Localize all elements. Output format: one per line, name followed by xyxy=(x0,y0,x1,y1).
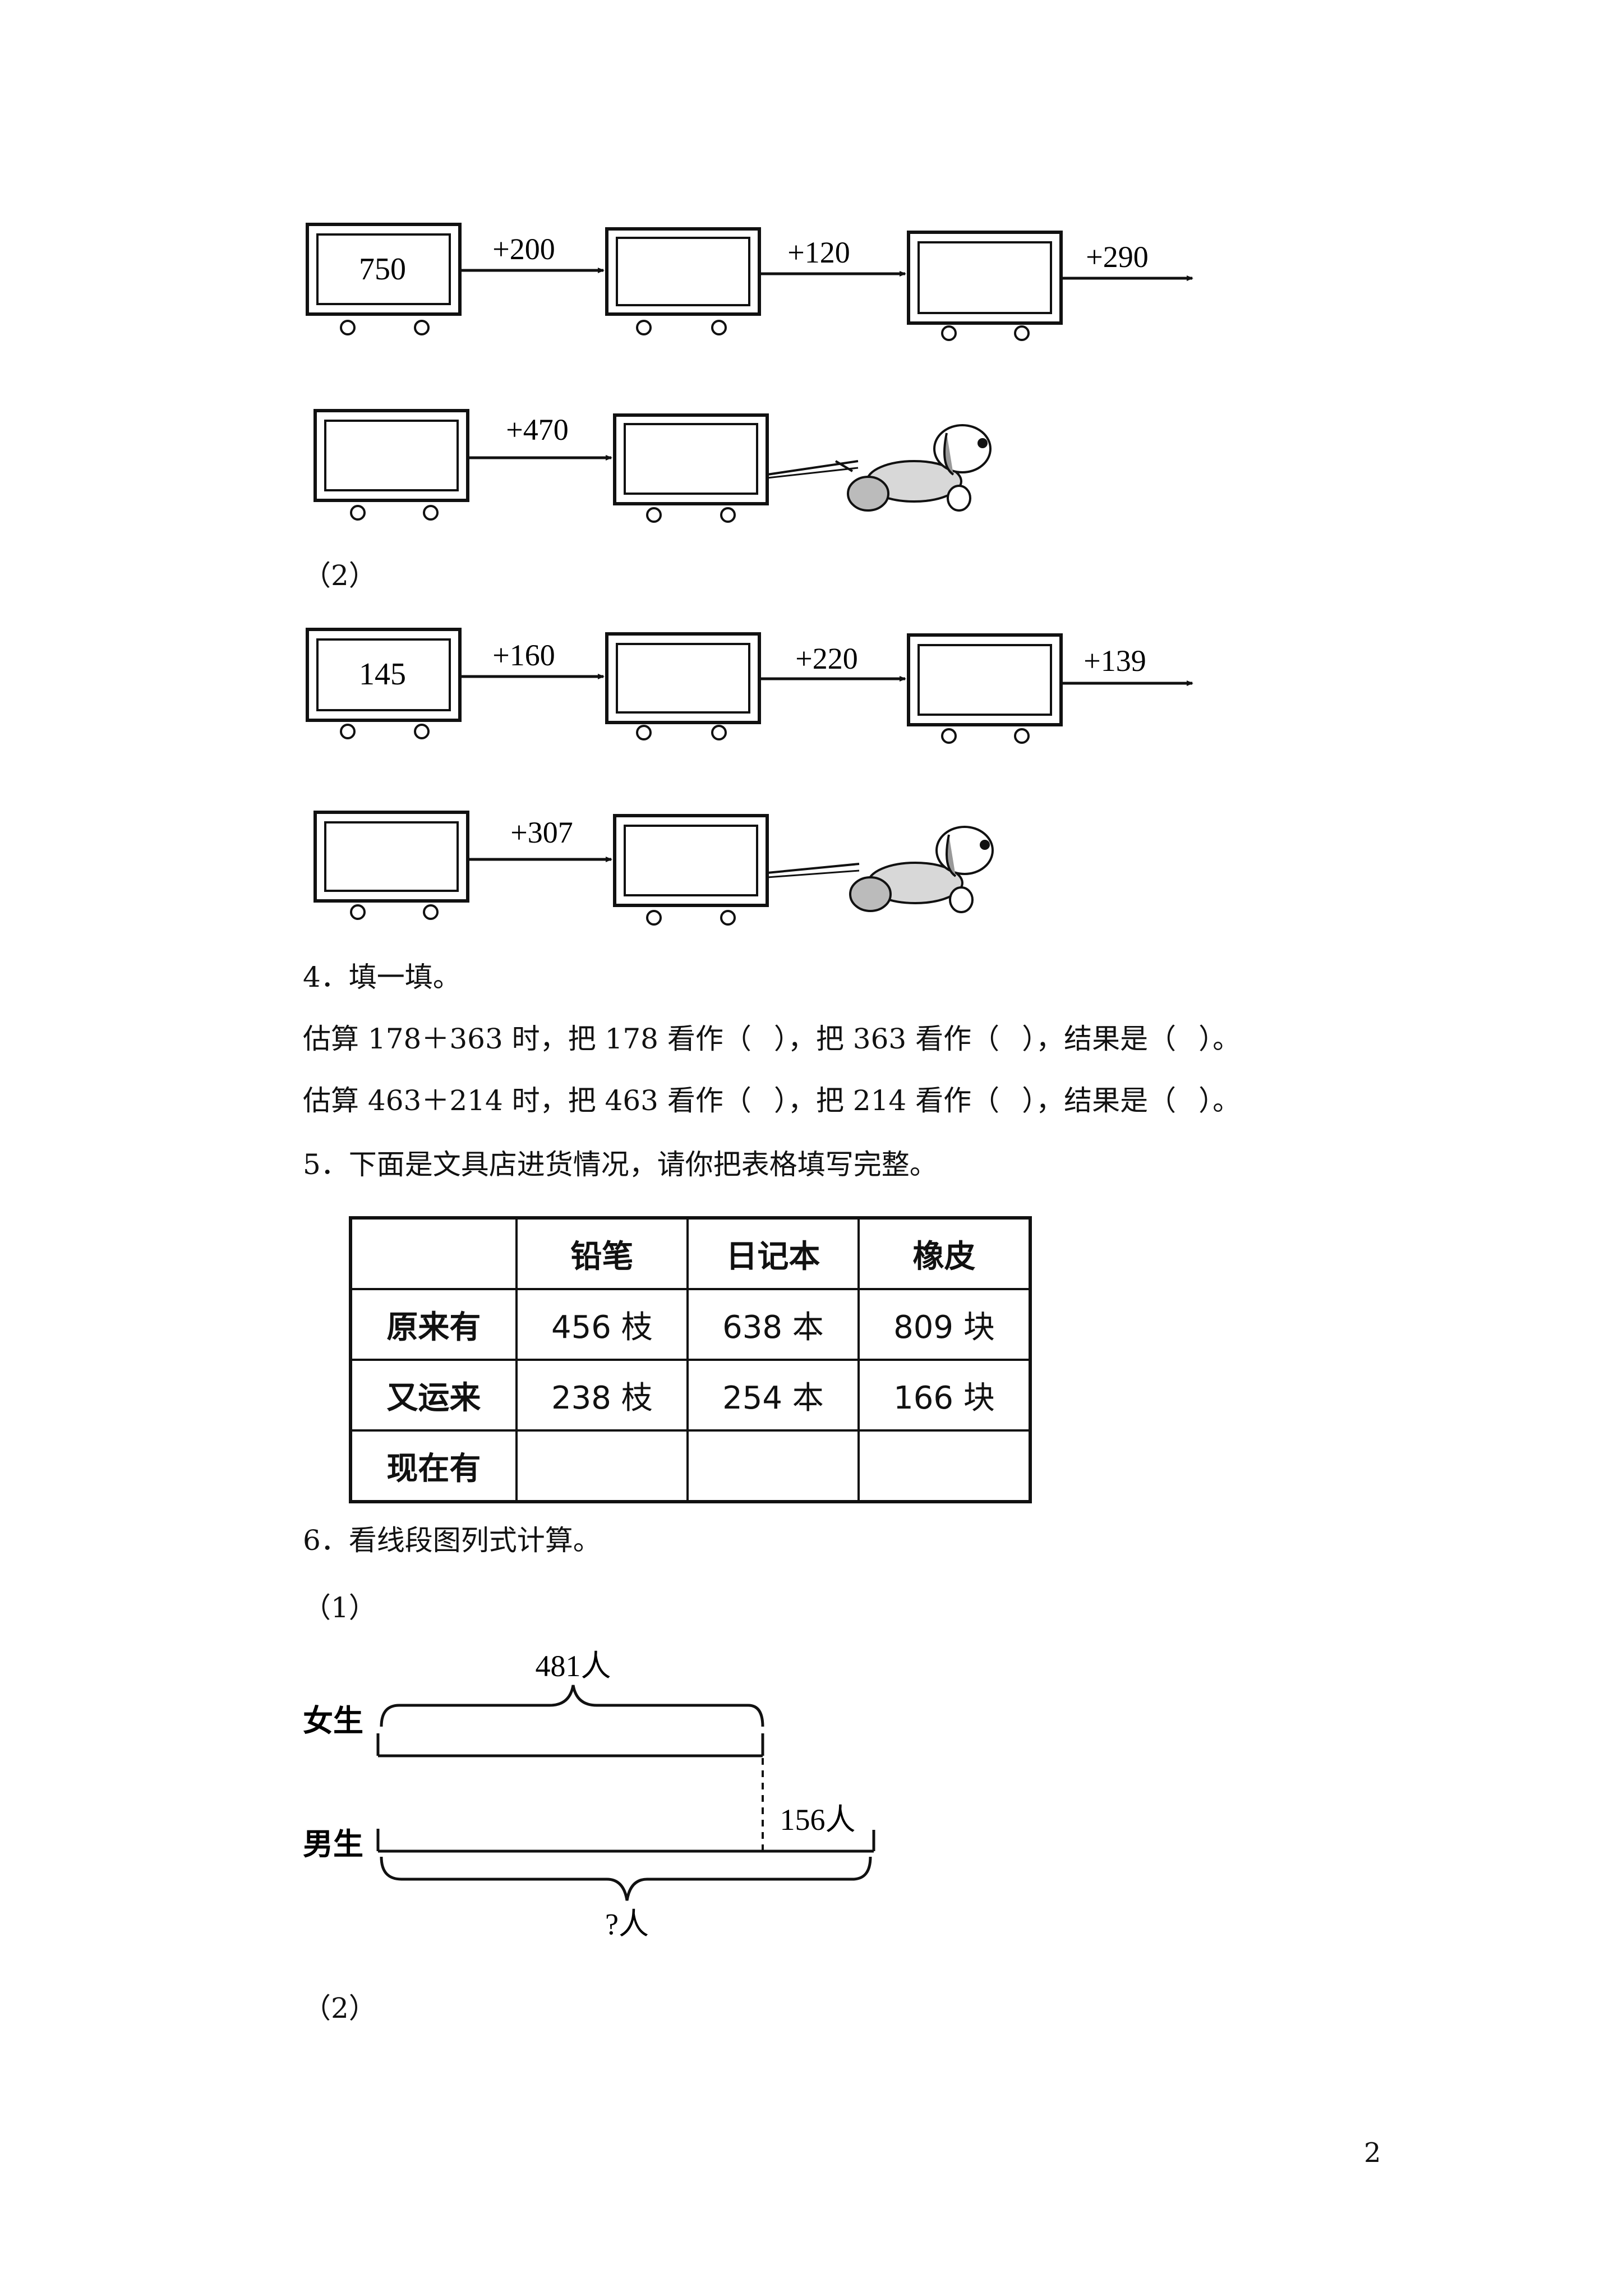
table-cell: 254 本 xyxy=(686,1359,860,1432)
table-cell: 638 本 xyxy=(686,1288,860,1361)
q4-line-2: 估算 463＋214 时，把 463 看作（ ），把 214 看作（ ），结果是（ ）… xyxy=(303,1084,1241,1117)
part2-step-2: +220 xyxy=(795,642,857,675)
wagon-5 xyxy=(613,413,769,523)
wagon-9 xyxy=(313,811,469,920)
q4-line-1: 估算 178＋363 时，把 178 看作（ ），把 363 看作（ ），结果是（ ）… xyxy=(303,1022,1241,1056)
train-part2-row2 xyxy=(313,811,860,926)
q4-l1-a: 估算 178＋363 时，把 178 看作（ xyxy=(303,1023,751,1055)
total-unknown: ?人 xyxy=(605,1907,649,1941)
q4-l1-b: ），把 363 看作（ xyxy=(773,1023,1000,1055)
wagon-2 xyxy=(605,227,761,335)
wagon-6 xyxy=(306,628,462,739)
page-number: 2 xyxy=(1364,2137,1381,2169)
table-row: 现在有 xyxy=(349,1429,1032,1503)
stationery-table: 铅笔 日记本 橡皮 原来有 456 枝 638 本 809 块 又运来 238 … xyxy=(349,1216,1032,1503)
train-part1-row1 xyxy=(306,223,1193,341)
q5-title: 5．下面是文具店进货情况，请你把表格填写完整。 xyxy=(303,1148,938,1181)
q6-sub2: （2） xyxy=(303,1992,377,2024)
q4-l2-c: ），结果是（ xyxy=(1022,1084,1177,1117)
boys-label: 男生 xyxy=(303,1826,363,1862)
part2-step-4: +307 xyxy=(510,816,573,849)
part1-step-2: +120 xyxy=(787,236,850,269)
train-part1-row2 xyxy=(313,409,859,523)
wagon-10 xyxy=(613,814,769,926)
table-cell: 456 枝 xyxy=(515,1288,689,1361)
table-header-cell xyxy=(349,1217,518,1290)
table-row-header: 现在有 xyxy=(349,1429,518,1503)
part2-start: 145 xyxy=(359,657,406,692)
table-row: 又运来 238 枝 254 本 166 块 xyxy=(349,1359,1032,1432)
table-header-row: 铅笔 日记本 橡皮 xyxy=(349,1217,1032,1290)
q4-l1-d: ）。 xyxy=(1198,1023,1241,1055)
q4-l2-d: ）。 xyxy=(1198,1084,1241,1117)
train-part2-row1 xyxy=(306,628,1193,744)
part1-step-4: +470 xyxy=(506,413,568,447)
extra-count: 156人 xyxy=(780,1803,856,1837)
table-cell: 809 块 xyxy=(857,1288,1032,1361)
table-header-cell: 铅笔 xyxy=(515,1217,689,1290)
girls-label: 女生 xyxy=(303,1703,363,1738)
table-cell: 238 枝 xyxy=(515,1359,689,1432)
wagon-4 xyxy=(313,409,469,521)
answer-cell-erasers[interactable] xyxy=(857,1429,1032,1503)
part2-step-3: +139 xyxy=(1083,644,1146,678)
table-row: 原来有 456 枝 638 本 809 块 xyxy=(349,1288,1032,1361)
q4-title: 4．填一填。 xyxy=(303,961,461,993)
dog-icon xyxy=(834,424,992,512)
table-header-cell: 橡皮 xyxy=(857,1217,1032,1290)
answer-cell-pencils[interactable] xyxy=(515,1429,689,1503)
part2-label: （2） xyxy=(303,559,377,592)
table-row-header: 原来有 xyxy=(349,1288,518,1361)
table-header-cell: 日记本 xyxy=(686,1217,860,1290)
part2-step-1: +160 xyxy=(492,638,555,672)
q6-sub1: （1） xyxy=(303,1591,377,1624)
part1-step-1: +200 xyxy=(492,232,555,266)
part1-step-3: +290 xyxy=(1086,240,1148,274)
table-cell: 166 块 xyxy=(857,1359,1032,1432)
q4-l2-b: ），把 214 看作（ xyxy=(773,1084,1000,1117)
table-row-header: 又运来 xyxy=(349,1359,518,1432)
answer-cell-diaries[interactable] xyxy=(686,1429,860,1503)
q4-l2-a: 估算 463＋214 时，把 463 看作（ xyxy=(303,1084,751,1117)
q4-l1-c: ），结果是（ xyxy=(1022,1023,1177,1055)
wagon-8 xyxy=(907,633,1063,744)
girls-count: 481人 xyxy=(536,1649,611,1683)
q6-title: 6．看线段图列式计算。 xyxy=(303,1524,601,1557)
part1-start: 750 xyxy=(359,252,406,287)
dog-icon xyxy=(849,826,994,913)
